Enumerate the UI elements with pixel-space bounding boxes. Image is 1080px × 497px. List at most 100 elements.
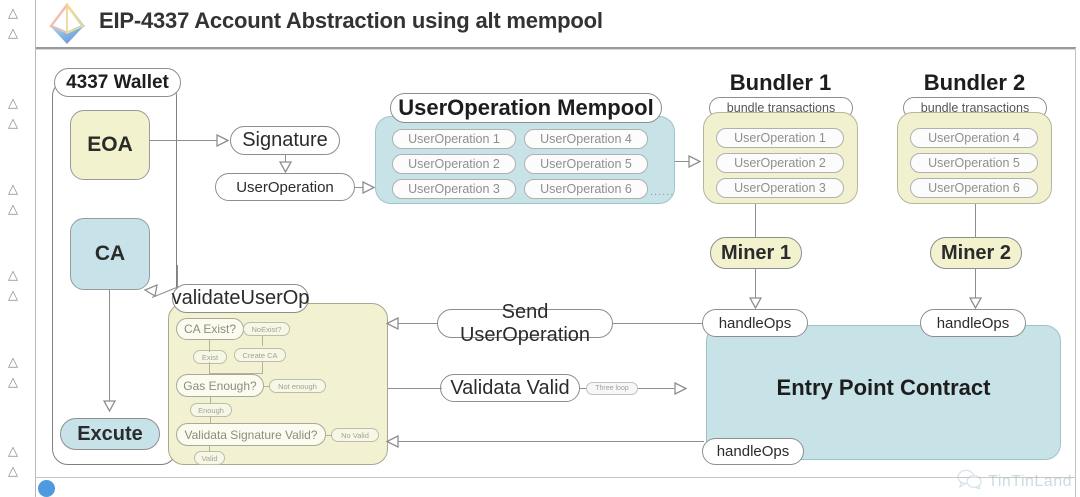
ca-node[interactable]: CA	[70, 218, 150, 290]
gutter-triangle-icon: △	[8, 443, 18, 458]
bundler-1-item-label: UserOperation 3	[734, 181, 826, 195]
bundler-2-item-label: UserOperation 6	[928, 181, 1020, 195]
handleops-return-arrow-icon	[386, 435, 399, 448]
mempool-item[interactable]: UserOperation 6	[524, 179, 648, 199]
bundler-2-item[interactable]: UserOperation 6	[910, 178, 1038, 198]
miner2-to-handleops-line	[975, 269, 977, 301]
eoa-label: EOA	[87, 133, 133, 156]
ca-to-excute-line	[109, 290, 111, 402]
header-divider	[36, 47, 1076, 49]
user-operation-node[interactable]: UserOperation	[215, 173, 355, 201]
mempool-item[interactable]: UserOperation 1	[392, 129, 516, 149]
entry-point-title: Entry Point Contract	[776, 375, 991, 400]
validata-valid-mid-line-b	[638, 388, 674, 390]
validata-valid-label: Validata Valid	[450, 376, 570, 399]
validate-line-2a	[264, 386, 270, 388]
eoa-node[interactable]: EOA	[70, 110, 150, 180]
mempool-to-bundler1-arrow-icon	[688, 155, 701, 168]
gutter-triangle-icon: △	[8, 115, 18, 130]
validata-valid-node[interactable]: Validata Valid	[440, 374, 580, 402]
miner-2-node[interactable]: Miner 2	[930, 237, 1022, 269]
bundler-1-item[interactable]: UserOperation 1	[716, 128, 844, 148]
three-loop-label: Three loop	[595, 385, 629, 392]
validate-step-1-label: CA Exist?	[183, 322, 237, 336]
validate-line-3a	[326, 435, 332, 437]
bundler-1-item[interactable]: UserOperation 2	[716, 153, 844, 173]
validate-step-1-yes-label: Exist	[201, 352, 219, 362]
gutter-triangle-icon: △	[8, 463, 18, 478]
send-user-operation-node[interactable]: Send UserOperation	[437, 301, 613, 346]
excute-node[interactable]: Excute	[60, 418, 160, 450]
validate-step-3-question[interactable]: Validata Signature Valid?	[176, 423, 326, 446]
bundler-1-item-label: UserOperation 1	[734, 131, 826, 145]
validate-step-3-yes-label: Valid	[201, 453, 218, 463]
bottom-logo-icon	[38, 480, 55, 497]
bundler-1-item[interactable]: UserOperation 3	[716, 178, 844, 198]
mempool-item[interactable]: UserOperation 2	[392, 154, 516, 174]
validate-step-2-no: Not enough	[269, 379, 326, 393]
validate-step-3-no: No Valid	[331, 428, 379, 442]
mempool-item[interactable]: UserOperation 5	[524, 154, 648, 174]
bundler-2-item-label: UserOperation 5	[928, 156, 1020, 170]
signature-to-userop-arrow-icon	[279, 161, 292, 173]
left-gutter	[0, 0, 36, 497]
gutter-triangle-icon: △	[8, 354, 18, 369]
signature-node[interactable]: Signature	[230, 126, 340, 155]
miner2-to-handleops-arrow-icon	[969, 297, 982, 309]
validate-step-2-question[interactable]: Gas Enough?	[176, 374, 264, 397]
handle-ops-bundler1[interactable]: handleOps	[702, 309, 808, 337]
validate-to-ca-arrow-icon	[144, 283, 158, 297]
bottom-logo-badge	[38, 480, 55, 497]
eoa-to-signature-line	[150, 140, 218, 142]
gutter-triangle-icon: △	[8, 95, 18, 110]
wallet-title-tab: 4337 Wallet	[54, 68, 181, 97]
handle-ops-bundler2[interactable]: handleOps	[920, 309, 1026, 337]
validate-step-1-branch-label: Create CA	[242, 350, 278, 360]
bundler-2-item[interactable]: UserOperation 5	[910, 153, 1038, 173]
validate-step-2-label: Gas Enough?	[183, 378, 257, 393]
handle-ops-bottom[interactable]: handleOps	[702, 438, 804, 465]
mempool-ellipsis: ......	[650, 186, 675, 198]
userop-to-mempool-arrow-icon	[362, 181, 375, 194]
user-operation-label: UserOperation	[236, 178, 334, 196]
gutter-triangle-icon: △	[8, 25, 18, 40]
bundler-1-subtitle: bundle transactions	[726, 101, 836, 115]
excute-label: Excute	[77, 422, 143, 445]
validate-step-2-no-label: Not enough	[278, 381, 317, 391]
mempool-item[interactable]: UserOperation 3	[392, 179, 516, 199]
watermark-brand: TinTinLand	[988, 472, 1072, 490]
three-loop-pill: Three loop	[586, 382, 638, 395]
validate-user-op-title: validateUserOp	[171, 287, 310, 309]
validate-line-2b	[210, 397, 212, 404]
miner-1-label: Miner 1	[720, 241, 792, 264]
mempool-item-label: UserOperation 5	[540, 157, 632, 171]
mempool-item[interactable]: UserOperation 4	[524, 129, 648, 149]
gutter-triangle-icon: △	[8, 181, 18, 196]
validate-user-op-title-tab: validateUserOp	[172, 284, 309, 313]
ethereum-prism-logo-icon	[42, 2, 92, 46]
validate-step-1-no-label: NoExist?	[251, 324, 282, 334]
mempool-item-label: UserOperation 4	[540, 132, 632, 146]
validate-step-3-label: Validata Signature Valid?	[184, 427, 318, 442]
page-title: EIP-4337 Account Abstraction using alt m…	[99, 8, 603, 33]
validate-step-2-yes: Enough	[190, 403, 232, 417]
handle-ops-label: handleOps	[936, 314, 1010, 332]
miner1-to-handleops-arrow-icon	[749, 297, 762, 309]
mempool-item-label: UserOperation 1	[408, 132, 500, 146]
validate-step-1-question[interactable]: CA Exist?	[176, 318, 244, 340]
validate-step-3-no-label: No Valid	[341, 430, 369, 440]
validate-line-1d	[262, 362, 264, 374]
validata-valid-mid-line-a	[580, 388, 588, 390]
validate-step-1-no: NoExist?	[243, 322, 290, 336]
gutter-triangle-icon: △	[8, 374, 18, 389]
miner-1-node[interactable]: Miner 1	[710, 237, 802, 269]
bundler-2-title: Bundler 2	[923, 70, 1026, 95]
bundler-2-item[interactable]: UserOperation 4	[910, 128, 1038, 148]
bundler-2-subtitle: bundle transactions	[920, 101, 1030, 115]
mempool-title: UserOperation Mempool	[398, 95, 654, 120]
miner-2-label: Miner 2	[940, 241, 1012, 264]
validate-line-1a	[209, 340, 211, 352]
send-userop-left-line	[398, 323, 437, 325]
right-border	[1075, 48, 1076, 497]
miner1-to-handleops-line	[755, 269, 757, 301]
